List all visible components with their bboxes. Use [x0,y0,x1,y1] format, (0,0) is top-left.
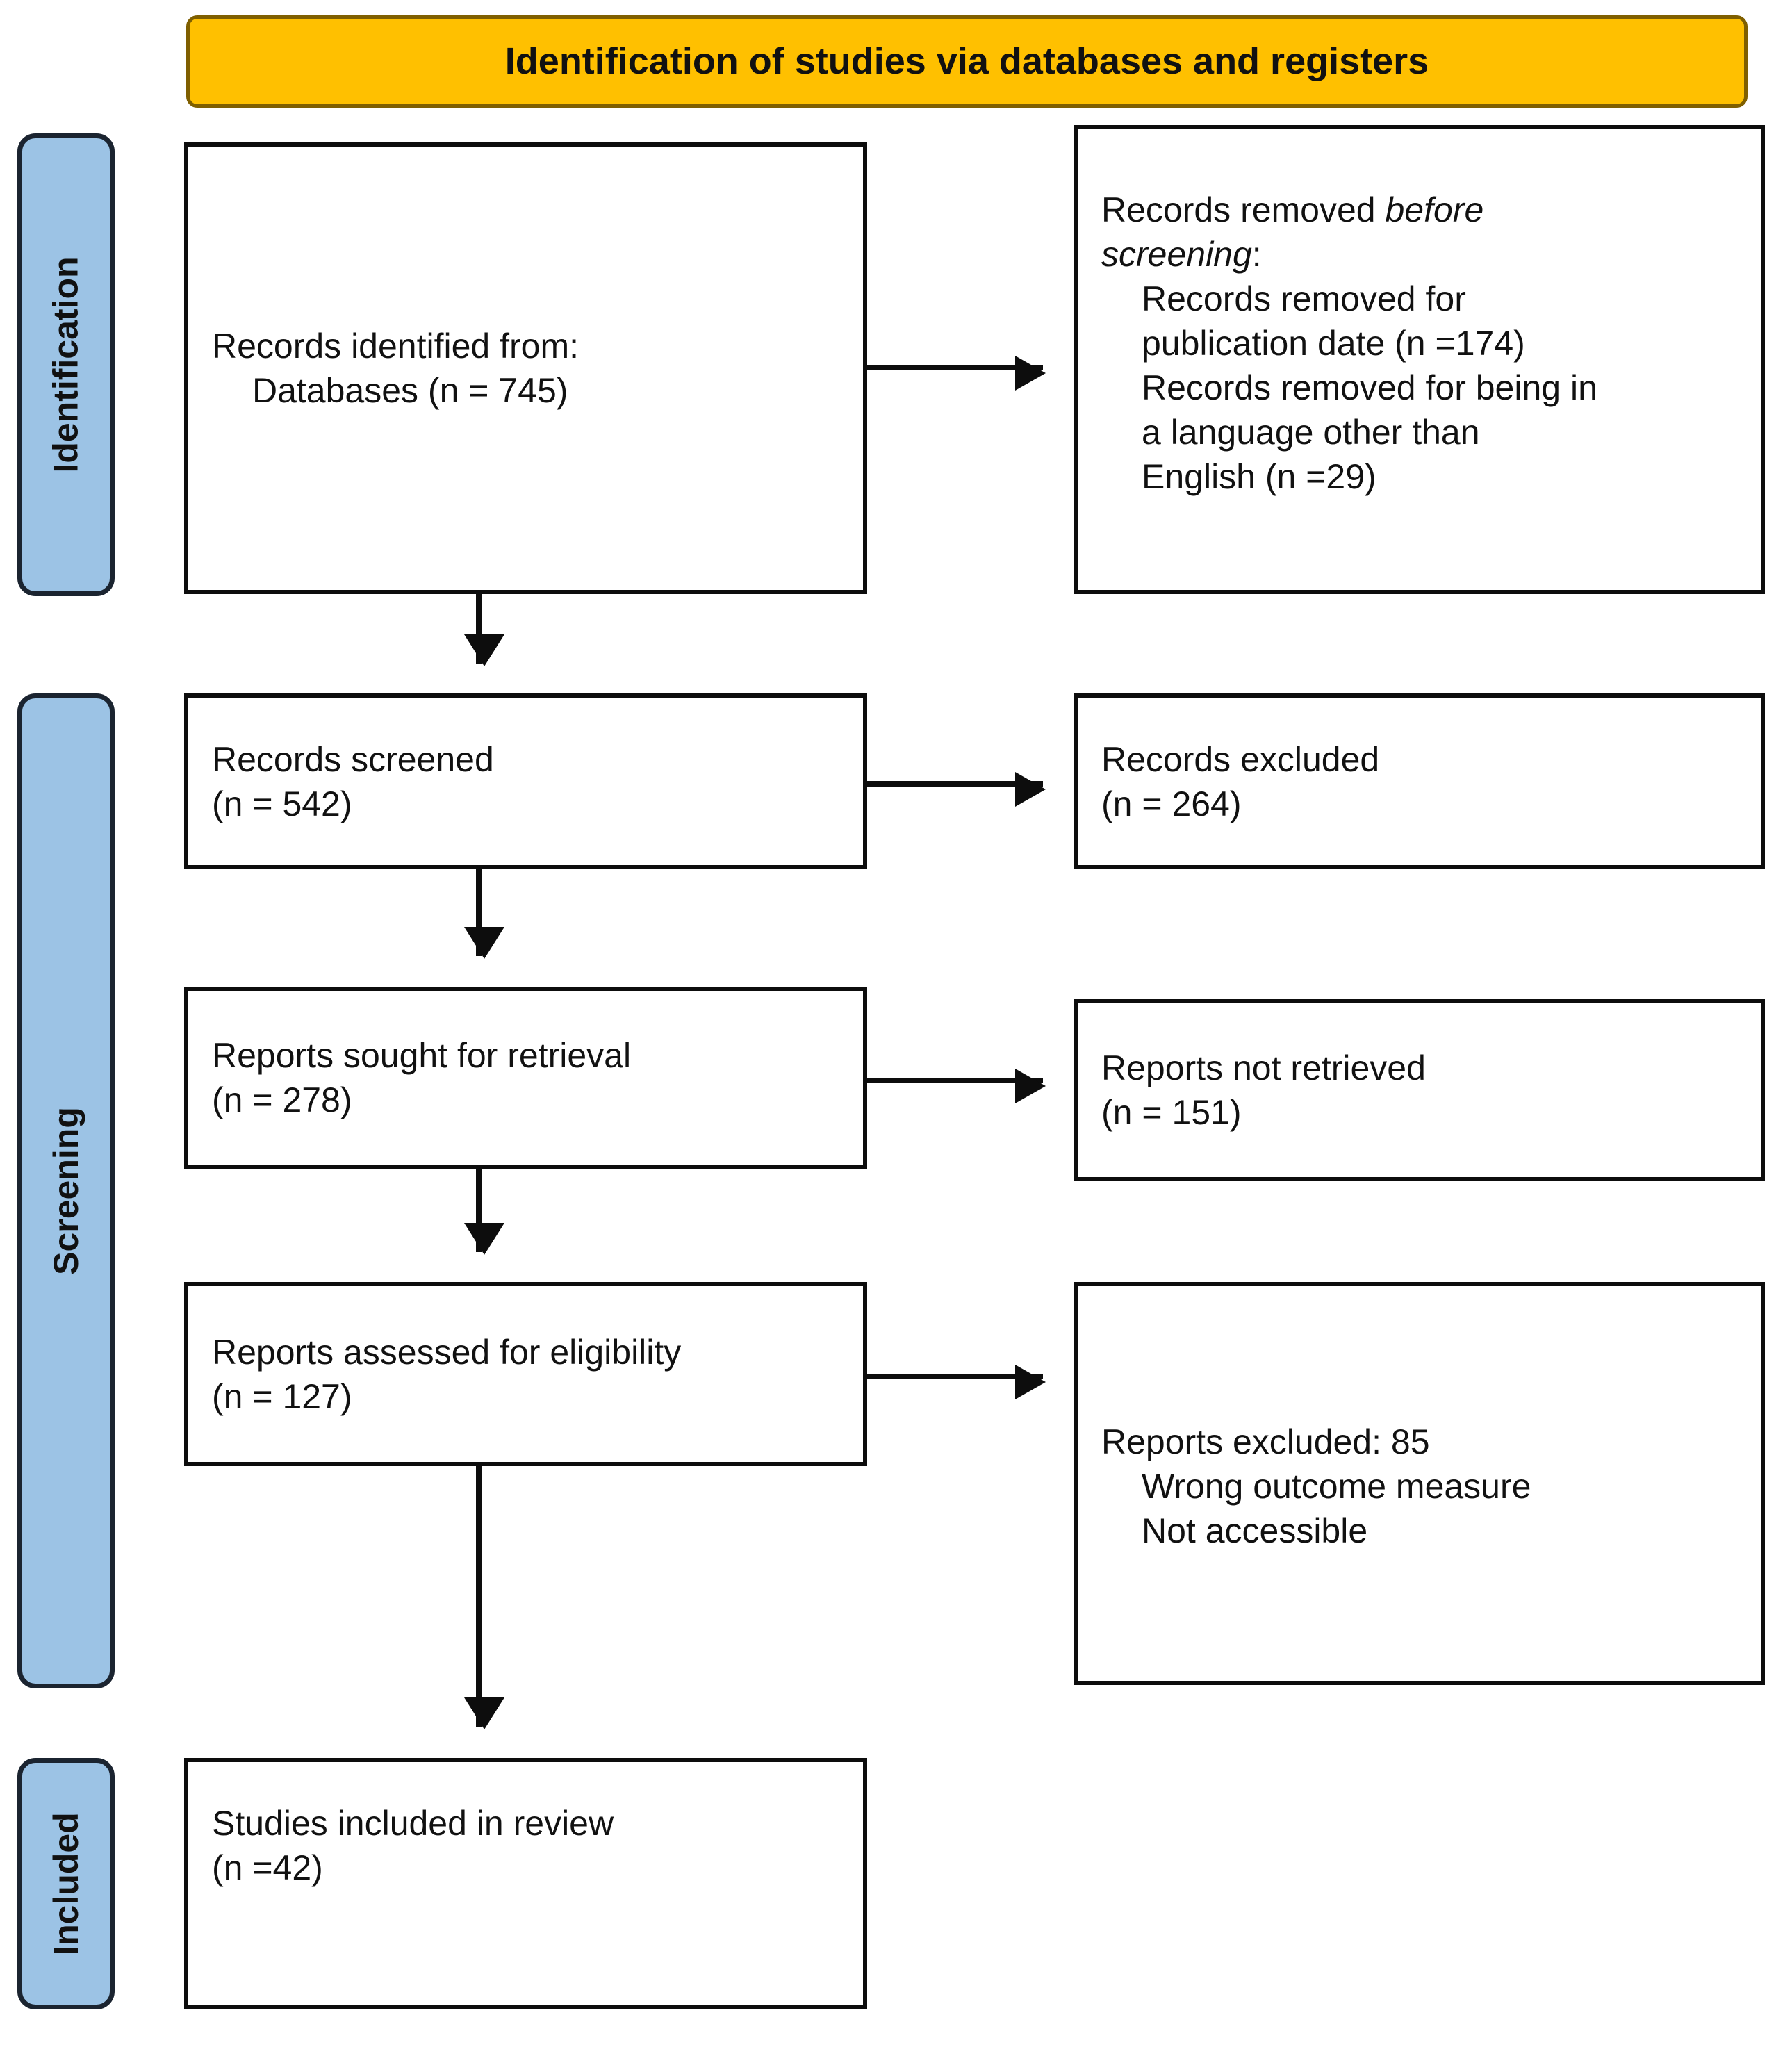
arrow-identified-to-removed [867,356,1046,391]
arrow-sought-to-not-retrieved [867,1069,1046,1103]
records-removed-line1: Records removed before [1101,190,1484,229]
reports-sought-line1: Reports sought for retrieval [212,1036,632,1075]
header-banner: Identification of studies via databases … [186,15,1748,108]
records-removed-line4: publication date (n =174) [1142,324,1525,363]
reports-assessed-line1: Reports assessed for eligibility [212,1332,682,1372]
page-title: Identification of studies via databases … [504,40,1429,82]
box-reports-excluded: Reports excluded: 85 Wrong outcome measu… [1074,1282,1765,1685]
arrow-assessed-to-excluded [867,1365,1046,1399]
stage-label-identification: Identification [17,133,115,596]
records-excluded-line2: (n = 264) [1101,784,1242,823]
stage-label-screening: Screening [17,693,115,1688]
arrow-identified-to-screened [464,594,504,666]
reports-not-retrieved-line1: Reports not retrieved [1101,1049,1426,1087]
box-studies-included-in-review: Studies included in review (n =42) [184,1758,867,2009]
reports-excluded-line3: Not accessible [1142,1511,1368,1550]
box-reports-assessed-for-eligibility: Reports assessed for eligibility (n = 12… [184,1282,867,1466]
records-excluded-line1: Records excluded [1101,739,1380,779]
stage-label-text: Included [47,1812,86,1955]
stage-label-included: Included [17,1758,115,2009]
stage-label-text: Identification [47,256,86,473]
records-removed-line6: a language other than [1142,413,1480,452]
records-screened-line1: Records screened [212,739,494,779]
arrow-screened-to-excluded [867,772,1046,807]
arrow-assessed-to-included [464,1466,504,1729]
reports-not-retrieved-line2: (n = 151) [1101,1093,1242,1132]
records-removed-line2: screening: [1101,235,1262,274]
records-identified-line2: Databases (n = 745) [252,371,568,410]
studies-included-line2: (n =42) [212,1848,323,1887]
reports-sought-line2: (n = 278) [212,1080,352,1119]
arrow-sought-to-assessed [464,1169,504,1255]
records-screened-line2: (n = 542) [212,784,352,823]
records-identified-line1: Records identified from: [212,327,579,365]
box-reports-not-retrieved: Reports not retrieved (n = 151) [1074,999,1765,1181]
reports-excluded-line2: Wrong outcome measure [1142,1467,1531,1506]
records-removed-line7: English (n =29) [1142,457,1376,496]
reports-assessed-line2: (n = 127) [212,1376,352,1416]
reports-excluded-line1: Reports excluded: 85 [1101,1422,1430,1461]
box-records-excluded: Records excluded (n = 264) [1074,693,1765,869]
records-removed-line5: Records removed for being in [1142,368,1597,407]
records-removed-line3: Records removed for [1142,279,1466,318]
box-records-screened: Records screened (n = 542) [184,693,867,869]
box-reports-sought-for-retrieval: Reports sought for retrieval (n = 278) [184,987,867,1169]
arrow-screened-to-sought [464,869,504,959]
box-records-removed-before-screening: Records removed before screening: Record… [1074,125,1765,594]
stage-label-text: Screening [47,1107,85,1275]
studies-included-line1: Studies included in review [212,1804,614,1843]
box-records-identified: Records identified from: Databases (n = … [184,142,867,594]
